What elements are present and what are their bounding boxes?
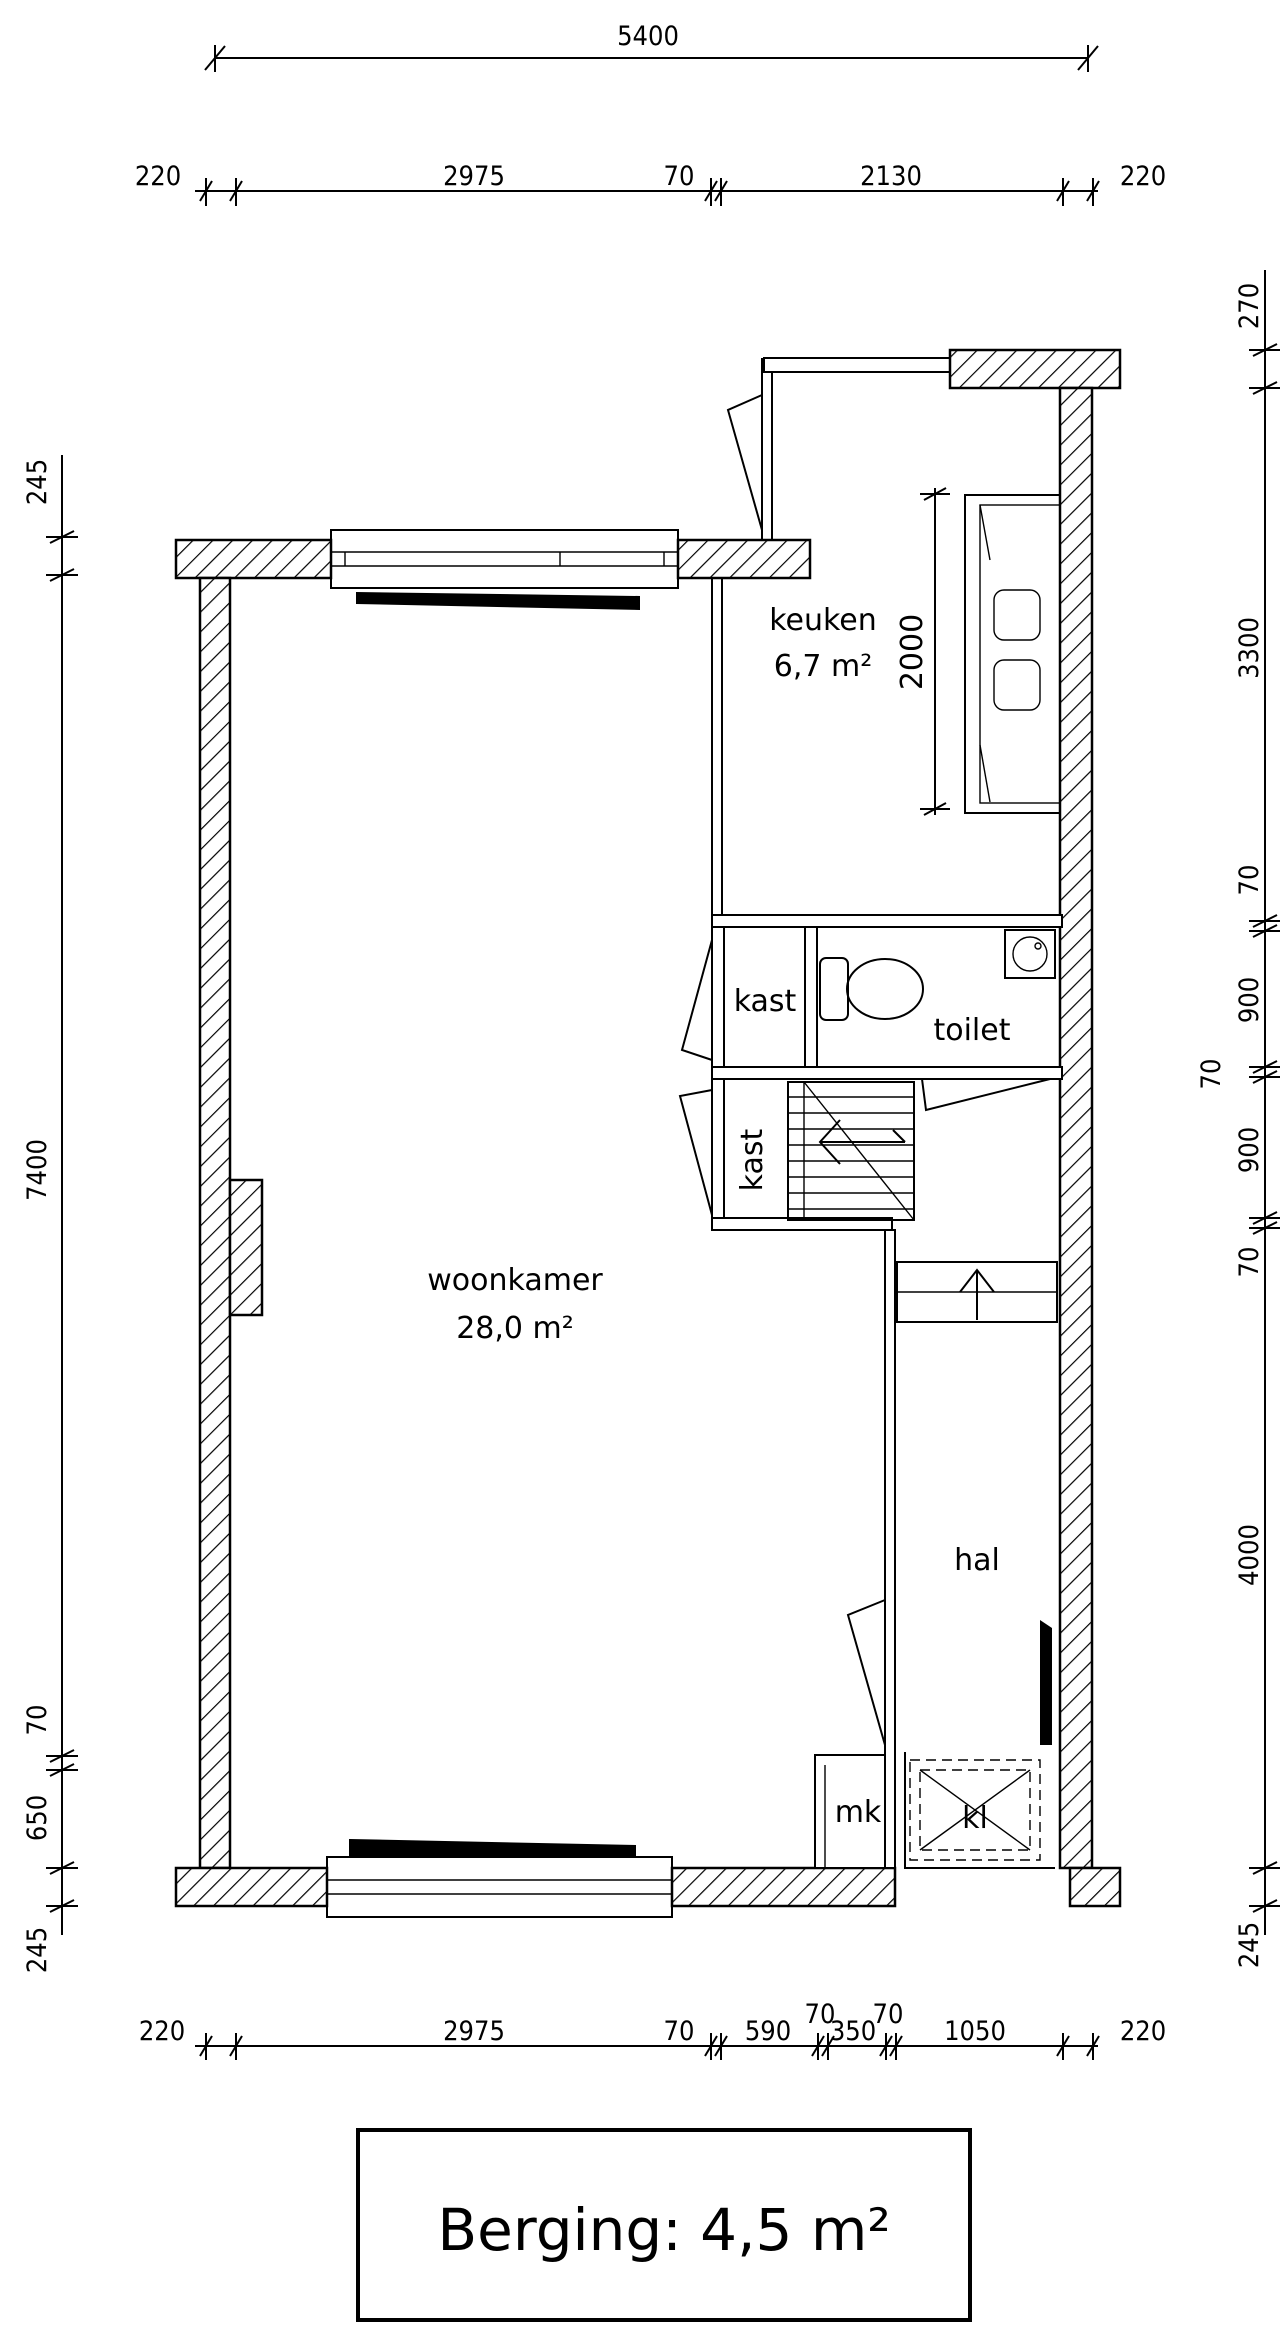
dim-top-overall: 5400: [617, 21, 679, 52]
dim-top-1: 220: [135, 161, 181, 192]
room-woonkamer-name: woonkamer: [427, 1263, 603, 1298]
room-woonkamer-area: 28,0 m²: [456, 1311, 574, 1346]
dim-top-2: 2975: [443, 161, 505, 192]
berging-label: Berging: 4,5 m²: [437, 2196, 890, 2264]
dim-bottom-upper-1: 70: [805, 1999, 836, 2030]
room-toilet: toilet: [933, 1013, 1010, 1048]
berging-box: Berging: 4,5 m²: [356, 2128, 972, 2322]
dim-bottom-4: 590: [745, 2016, 791, 2047]
dim-left-2: 7400: [22, 1139, 53, 1201]
dim-bottom-upper-2: 70: [873, 1999, 904, 2030]
room-keuken-area: 6,7 m²: [774, 649, 873, 684]
room-labels: keuken 6,7 m² 2000 kast kast toilet woon…: [427, 603, 1010, 1836]
dim-top-5: 220: [1120, 161, 1166, 192]
dim-bottom-6: 1050: [944, 2016, 1006, 2047]
dim-right-5: 70: [1196, 1059, 1227, 1090]
room-mk: mk: [835, 1795, 882, 1830]
dim-right-6: 900: [1234, 1127, 1265, 1173]
room-keuken-name: keuken: [769, 603, 877, 638]
dim-right-7: 70: [1234, 1247, 1265, 1278]
dim-left-3: 70: [22, 1705, 53, 1736]
dim-bottom-2: 2975: [443, 2016, 505, 2047]
dimension-lines: [46, 45, 1280, 2060]
dim-bottom-3: 70: [664, 2016, 695, 2047]
dim-bottom-1: 220: [139, 2016, 185, 2047]
meter-cupboard: [909, 1759, 1041, 1861]
dim-right-3: 70: [1234, 865, 1265, 896]
dim-bottom-5: 350: [830, 2016, 876, 2047]
windows: [326, 357, 1052, 1918]
walls: [174, 348, 1122, 1908]
room-kast-1: kast: [734, 984, 797, 1019]
dim-bottom-7: 220: [1120, 2016, 1166, 2047]
dim-right-8: 4000: [1234, 1524, 1265, 1586]
room-kast-2: kast: [735, 1128, 770, 1191]
kitchen-counter: [920, 487, 1061, 816]
dimension-texts: 5400 220 2975 70 2130 220 70 70 220 2975…: [22, 21, 1265, 2047]
room-hal: hal: [954, 1543, 1000, 1578]
room-keuken-dim: 2000: [895, 614, 930, 690]
interior-walls: [711, 358, 1063, 1869]
dim-right-9: 245: [1234, 1922, 1265, 1968]
room-kl: kl: [962, 1801, 988, 1836]
dim-top-3: 70: [664, 161, 695, 192]
dim-right-1: 270: [1234, 283, 1265, 329]
dim-left-4: 650: [22, 1795, 53, 1841]
dim-left-1: 245: [22, 459, 53, 505]
stairs: [787, 1081, 1058, 1323]
dim-top-4: 2130: [860, 161, 922, 192]
dim-right-4: 900: [1234, 977, 1265, 1023]
dim-left-5: 245: [22, 1927, 53, 1973]
toilet-fixtures: [819, 929, 1056, 1021]
dim-right-2: 3300: [1234, 617, 1265, 679]
doors: [678, 394, 1055, 1869]
